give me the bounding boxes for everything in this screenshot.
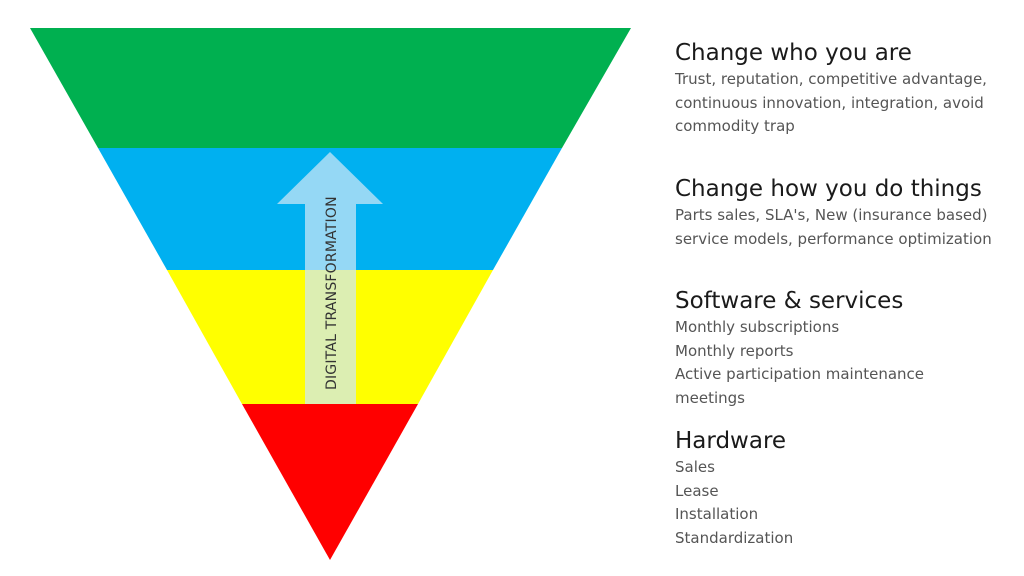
description-line: Parts sales, SLA's, New (insurance based… xyxy=(675,206,988,224)
pyramid-diagram: DIGITAL TRANSFORMATION xyxy=(30,28,631,560)
section-title: Software & services xyxy=(675,288,904,314)
description-line: Active participation maintenance xyxy=(675,365,924,383)
section-change-how-you-do-things: Change how you do things Parts sales, SL… xyxy=(675,174,992,251)
pyramid-layer-hardware xyxy=(242,404,418,560)
description-line: meetings xyxy=(675,388,745,407)
section-change-who-you-are: Change who you are Trust, reputation, co… xyxy=(675,38,987,139)
arrow-label: DIGITAL TRANSFORMATION xyxy=(324,196,340,390)
section-description: Trust, reputation, competitive advantage… xyxy=(675,68,987,139)
section-title: Hardware xyxy=(675,428,787,454)
description-line: Monthly subscriptions xyxy=(675,318,840,336)
description-line: Trust, reputation, competitive advantage… xyxy=(675,70,987,88)
description-line: continuous innovation, integration, avoi… xyxy=(675,93,984,112)
description-line: Standardization xyxy=(675,528,794,547)
description-line: Sales xyxy=(675,458,715,476)
section-hardware: Hardware Sales Lease Installation Standa… xyxy=(675,426,793,550)
description-line: commodity trap xyxy=(675,117,795,135)
section-description: Parts sales, SLA's, New (insurance based… xyxy=(675,204,992,251)
pyramid-layer-change-who-you-are xyxy=(30,28,631,148)
section-title: Change how you do things xyxy=(675,176,982,202)
section-title: Change who you are xyxy=(675,40,912,66)
section-description: Sales Lease Installation Standardization xyxy=(675,456,793,550)
description-line: Monthly reports xyxy=(675,341,794,360)
description-line: Lease xyxy=(675,481,719,500)
digital-transformation-arrow xyxy=(277,152,383,404)
description-line: Installation xyxy=(675,505,759,523)
section-description: Monthly subscriptions Monthly reports Ac… xyxy=(675,316,924,410)
section-software-services: Software & services Monthly subscription… xyxy=(675,286,924,410)
description-line: service models, performance optimization xyxy=(675,229,992,248)
